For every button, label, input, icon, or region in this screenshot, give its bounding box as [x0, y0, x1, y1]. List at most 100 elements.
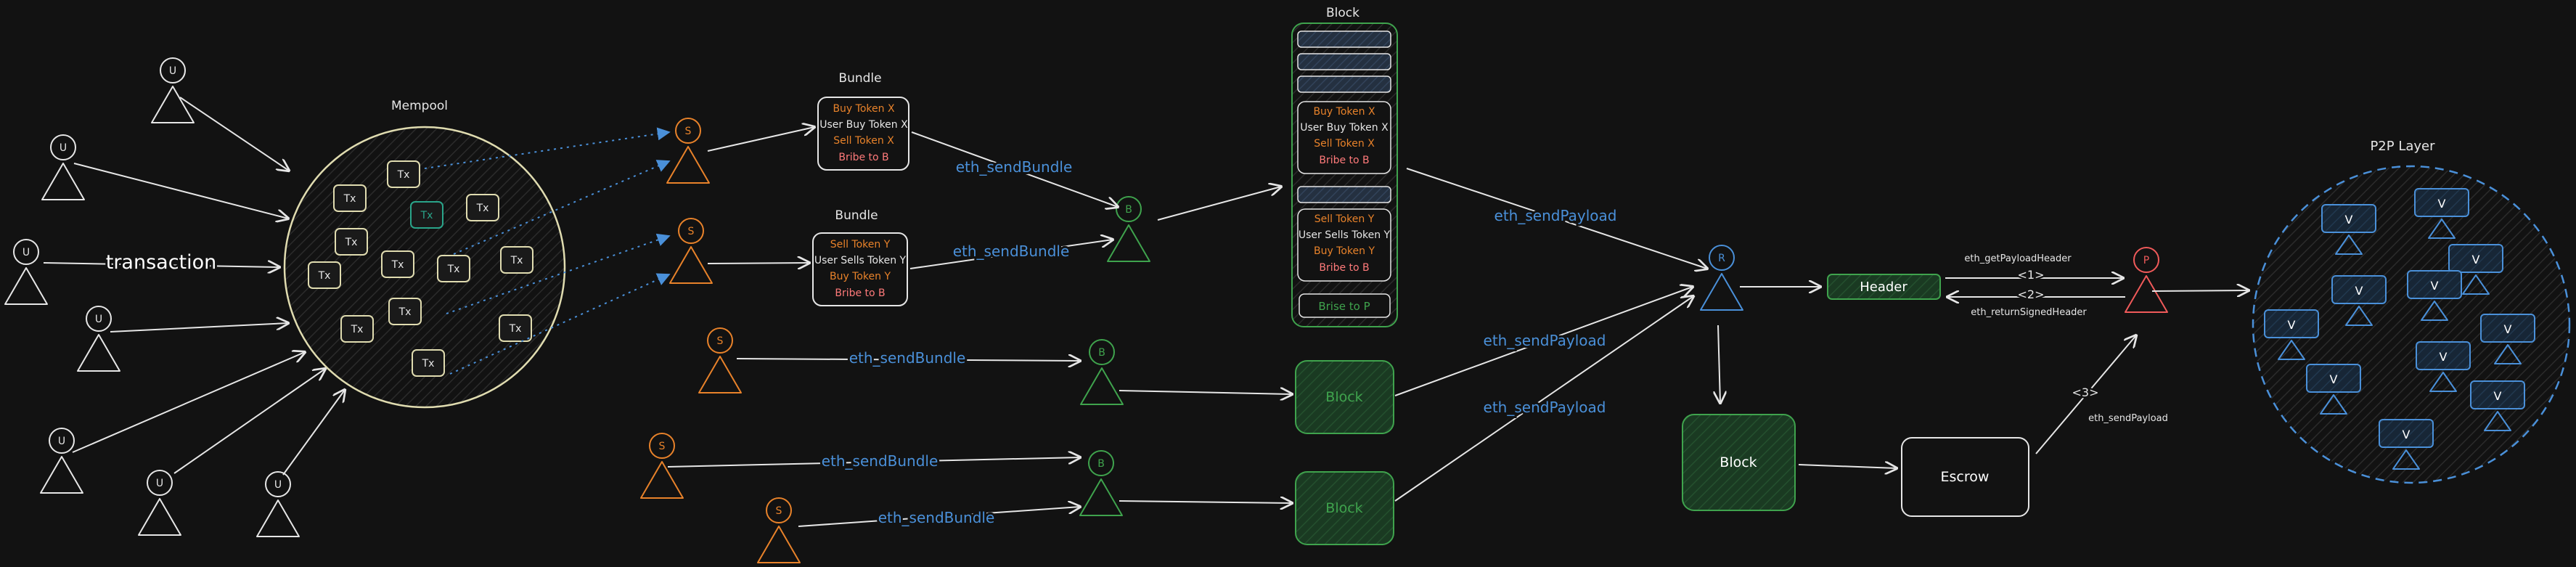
tx-box: Tx — [500, 246, 533, 274]
green-block-1: Block — [1295, 360, 1394, 434]
validator-label: V — [2403, 428, 2411, 441]
searcher-actor-body — [757, 526, 801, 563]
user-actor-body — [138, 498, 181, 536]
user-actor: U — [138, 470, 181, 536]
searcher-actor-head — [707, 327, 733, 354]
edge-label-send-bundle: eth_sendBundle — [849, 349, 966, 367]
user-actor-body — [4, 267, 48, 305]
builder-actor-body — [1107, 224, 1150, 262]
main-block-title: Block — [1326, 6, 1359, 20]
edge-label-send-bundle: eth_sendBundle — [956, 158, 1073, 176]
validator-node: V — [2414, 188, 2469, 239]
transaction-label: transaction — [106, 251, 217, 274]
proposer-labels: eth_getPayloadHeader <1> <2> eth_returnS… — [1964, 253, 2168, 424]
user-actor: U — [256, 471, 300, 537]
tx-label: Tx — [345, 237, 358, 248]
user-actor-body — [41, 163, 85, 200]
validator-box — [2416, 341, 2471, 370]
tx-box: Tx — [466, 194, 499, 221]
bundle-1-line: User Buy Token X — [819, 119, 908, 131]
block-tx-line: Sell Token X — [1314, 138, 1375, 150]
block-tx-line: Bribe to B — [1319, 262, 1369, 274]
p2p-title: P2P Layer — [2370, 139, 2435, 154]
tx-box: Tx — [437, 255, 470, 282]
searcher-actor-head — [766, 497, 792, 523]
block-tx-line: User Sells Token Y — [1299, 229, 1391, 241]
tx-box-frame — [500, 246, 533, 274]
user-actor-head — [50, 134, 76, 160]
tx-box: Tx — [333, 184, 367, 212]
header-label: Header — [1860, 280, 1908, 295]
validator-node: V — [2407, 270, 2462, 321]
searcher-actor-body — [666, 146, 710, 184]
return-signed-header-label: eth_returnSignedHeader — [1971, 307, 2087, 318]
searcher-actor-body — [669, 246, 713, 284]
user-actor-head — [147, 470, 173, 496]
tx-box: Tx — [499, 314, 532, 342]
validator-node: V — [2470, 380, 2525, 431]
relay-actor: R — [1700, 245, 1743, 311]
validator-node: V — [2331, 275, 2387, 326]
tx-box: Tx — [340, 315, 374, 343]
bundle-1-title: Bundle — [838, 71, 881, 86]
searcher-actor-head — [678, 218, 704, 244]
builder-actor: B — [1080, 339, 1124, 405]
searcher-actor: S — [666, 118, 710, 184]
bundle-1-line: Sell Token X — [833, 135, 894, 147]
user-actor-letter: U — [156, 478, 163, 489]
get-payload-header-label: eth_getPayloadHeader — [1964, 253, 2072, 264]
searcher-actor-letter: S — [717, 335, 724, 347]
validator-node: V — [2416, 341, 2471, 392]
user-actor-head — [49, 428, 75, 454]
searcher-actor: S — [757, 497, 801, 563]
relay-block: Block — [1682, 414, 1796, 511]
tx-box-frame — [381, 250, 414, 278]
builder-actor-letter: B — [1098, 347, 1105, 359]
builder-actor: B — [1079, 450, 1123, 516]
user-actor-body — [151, 86, 195, 123]
builder-actor-letter: B — [1125, 204, 1132, 216]
tx-label: Tx — [509, 323, 522, 335]
validator-triangle — [2421, 301, 2448, 321]
bundle-1: Bundle Buy Token X User Buy Token X Sell… — [817, 71, 909, 171]
builder-actor-head — [1088, 450, 1114, 476]
searcher-actor-body — [640, 461, 684, 499]
user-actor: U — [40, 428, 83, 494]
bundle-2-line: Sell Token Y — [830, 239, 891, 250]
user-arrows — [43, 97, 345, 476]
validator-box — [2480, 314, 2535, 343]
user-actor: U — [41, 134, 85, 200]
green-block-label: Block — [1325, 389, 1362, 405]
validator-label: V — [2472, 253, 2480, 266]
validator-node: V — [2306, 364, 2361, 415]
validator-label: V — [2438, 197, 2446, 211]
send-payload-small-label: eth_sendPayload — [2088, 413, 2168, 424]
edge-label-send-payload: eth_sendPayload — [1484, 399, 1606, 416]
proposer-actor: P — [2125, 247, 2168, 313]
user-actor-body — [40, 456, 83, 494]
validator-triangle — [2429, 372, 2457, 392]
relay-block-label: Block — [1720, 454, 1757, 470]
validator-triangle — [2345, 306, 2373, 326]
user-actor-body — [256, 499, 300, 537]
builder-actor-body — [1080, 367, 1124, 405]
bundle-2-line: Bribe to B — [835, 287, 885, 299]
validator-triangle — [2320, 394, 2347, 415]
validator-label: V — [2440, 350, 2448, 364]
validator-label: V — [2288, 318, 2296, 332]
user-actor-head — [13, 239, 39, 265]
builder-actor: B — [1107, 196, 1150, 262]
bundle-1-line: Buy Token X — [833, 103, 894, 115]
bundle-2: Bundle Sell Token Y User Sells Token Y B… — [812, 208, 908, 306]
searcher-actor: S — [698, 327, 742, 393]
builder-actor-body — [1079, 478, 1123, 516]
step-3-label: <3> — [2072, 386, 2099, 399]
tx-box: Tx — [387, 160, 420, 188]
main-block: Block Buy Token X User Buy Token X Sell … — [1291, 6, 1398, 327]
tx-box: Tx — [388, 298, 422, 325]
relay-actor-body — [1700, 273, 1743, 311]
searcher-actor-head — [649, 433, 675, 459]
